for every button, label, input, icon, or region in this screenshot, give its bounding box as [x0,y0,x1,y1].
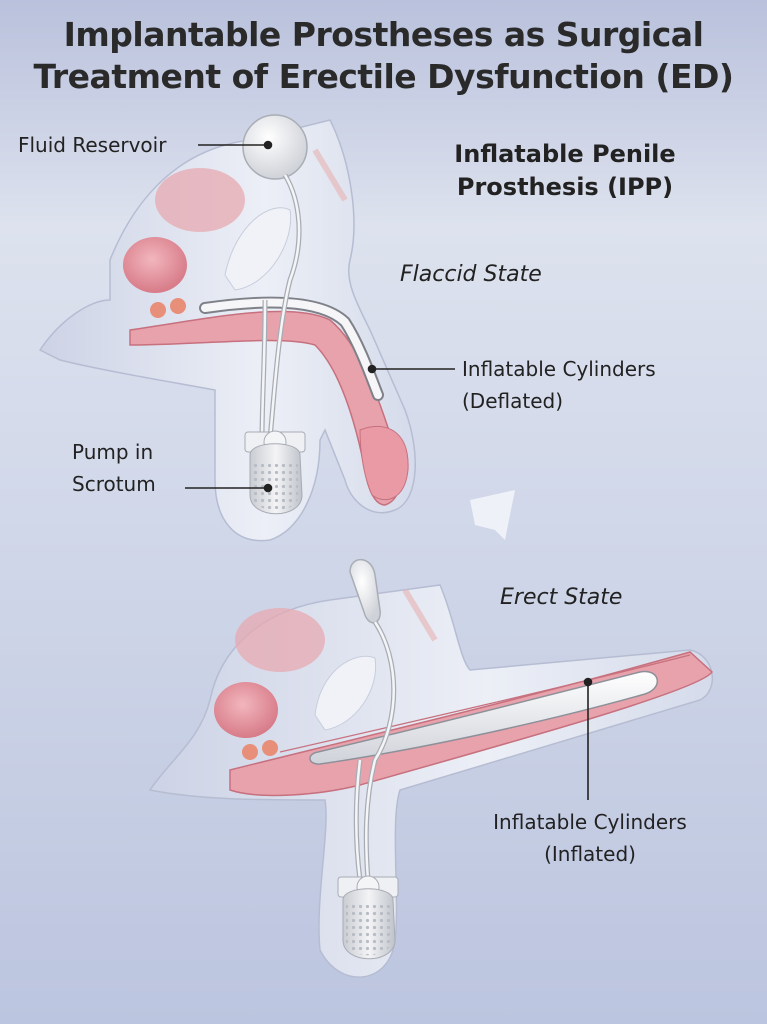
cylinder-inflated [309,670,658,765]
deflated-cylinders-label: Inflatable Cylinders (Deflated) [462,353,656,417]
gland-top-1 [150,302,166,318]
prostate-top [123,237,187,293]
flaccid-state-label: Flaccid State [400,262,542,287]
transition-arrow [470,490,515,540]
title-line-1: Implantable Prostheses as Surgical [63,15,704,54]
leader-lines [185,140,593,800]
gland-bottom-1 [242,744,258,760]
page-title: Implantable Prostheses as Surgical Treat… [0,14,767,98]
inflated-line-2: (Inflated) [544,842,636,866]
reservoir-ball-top [242,114,308,180]
pump-label: Pump in Scrotum [72,436,156,500]
pump-line-2: Scrotum [72,472,156,496]
erect-figure [148,558,714,978]
deflated-line-1: Inflatable Cylinders [462,357,656,381]
reservoir-label: Fluid Reservoir [18,133,167,157]
body-silhouette-bottom [148,584,714,978]
pump-line-1: Pump in [72,440,154,464]
heading-line-1: Inflatable Penile [454,140,676,168]
bladder-top [155,168,245,232]
device-heading: Inflatable Penile Prosthesis (IPP) [420,138,710,204]
prostate-bottom [214,682,278,738]
erect-state-label: Erect State [500,585,623,610]
bladder-bottom [235,608,325,672]
pubic-bone-bottom [314,655,377,731]
inflated-cylinders-label: Inflatable Cylinders (Inflated) [470,806,710,870]
deflated-line-2: (Deflated) [462,389,564,413]
reservoir-bottom [349,558,381,624]
shaft-tissue-top [129,310,401,506]
inflated-line-1: Inflatable Cylinders [493,810,687,834]
glans-top [359,425,409,501]
gland-top-2 [170,298,186,314]
title-line-2: Treatment of Erectile Dysfunction (ED) [33,57,734,96]
heading-line-2: Prosthesis (IPP) [456,173,674,201]
pubic-bone-top [224,207,292,291]
gland-bottom-2 [262,740,278,756]
flaccid-figure [38,114,416,542]
